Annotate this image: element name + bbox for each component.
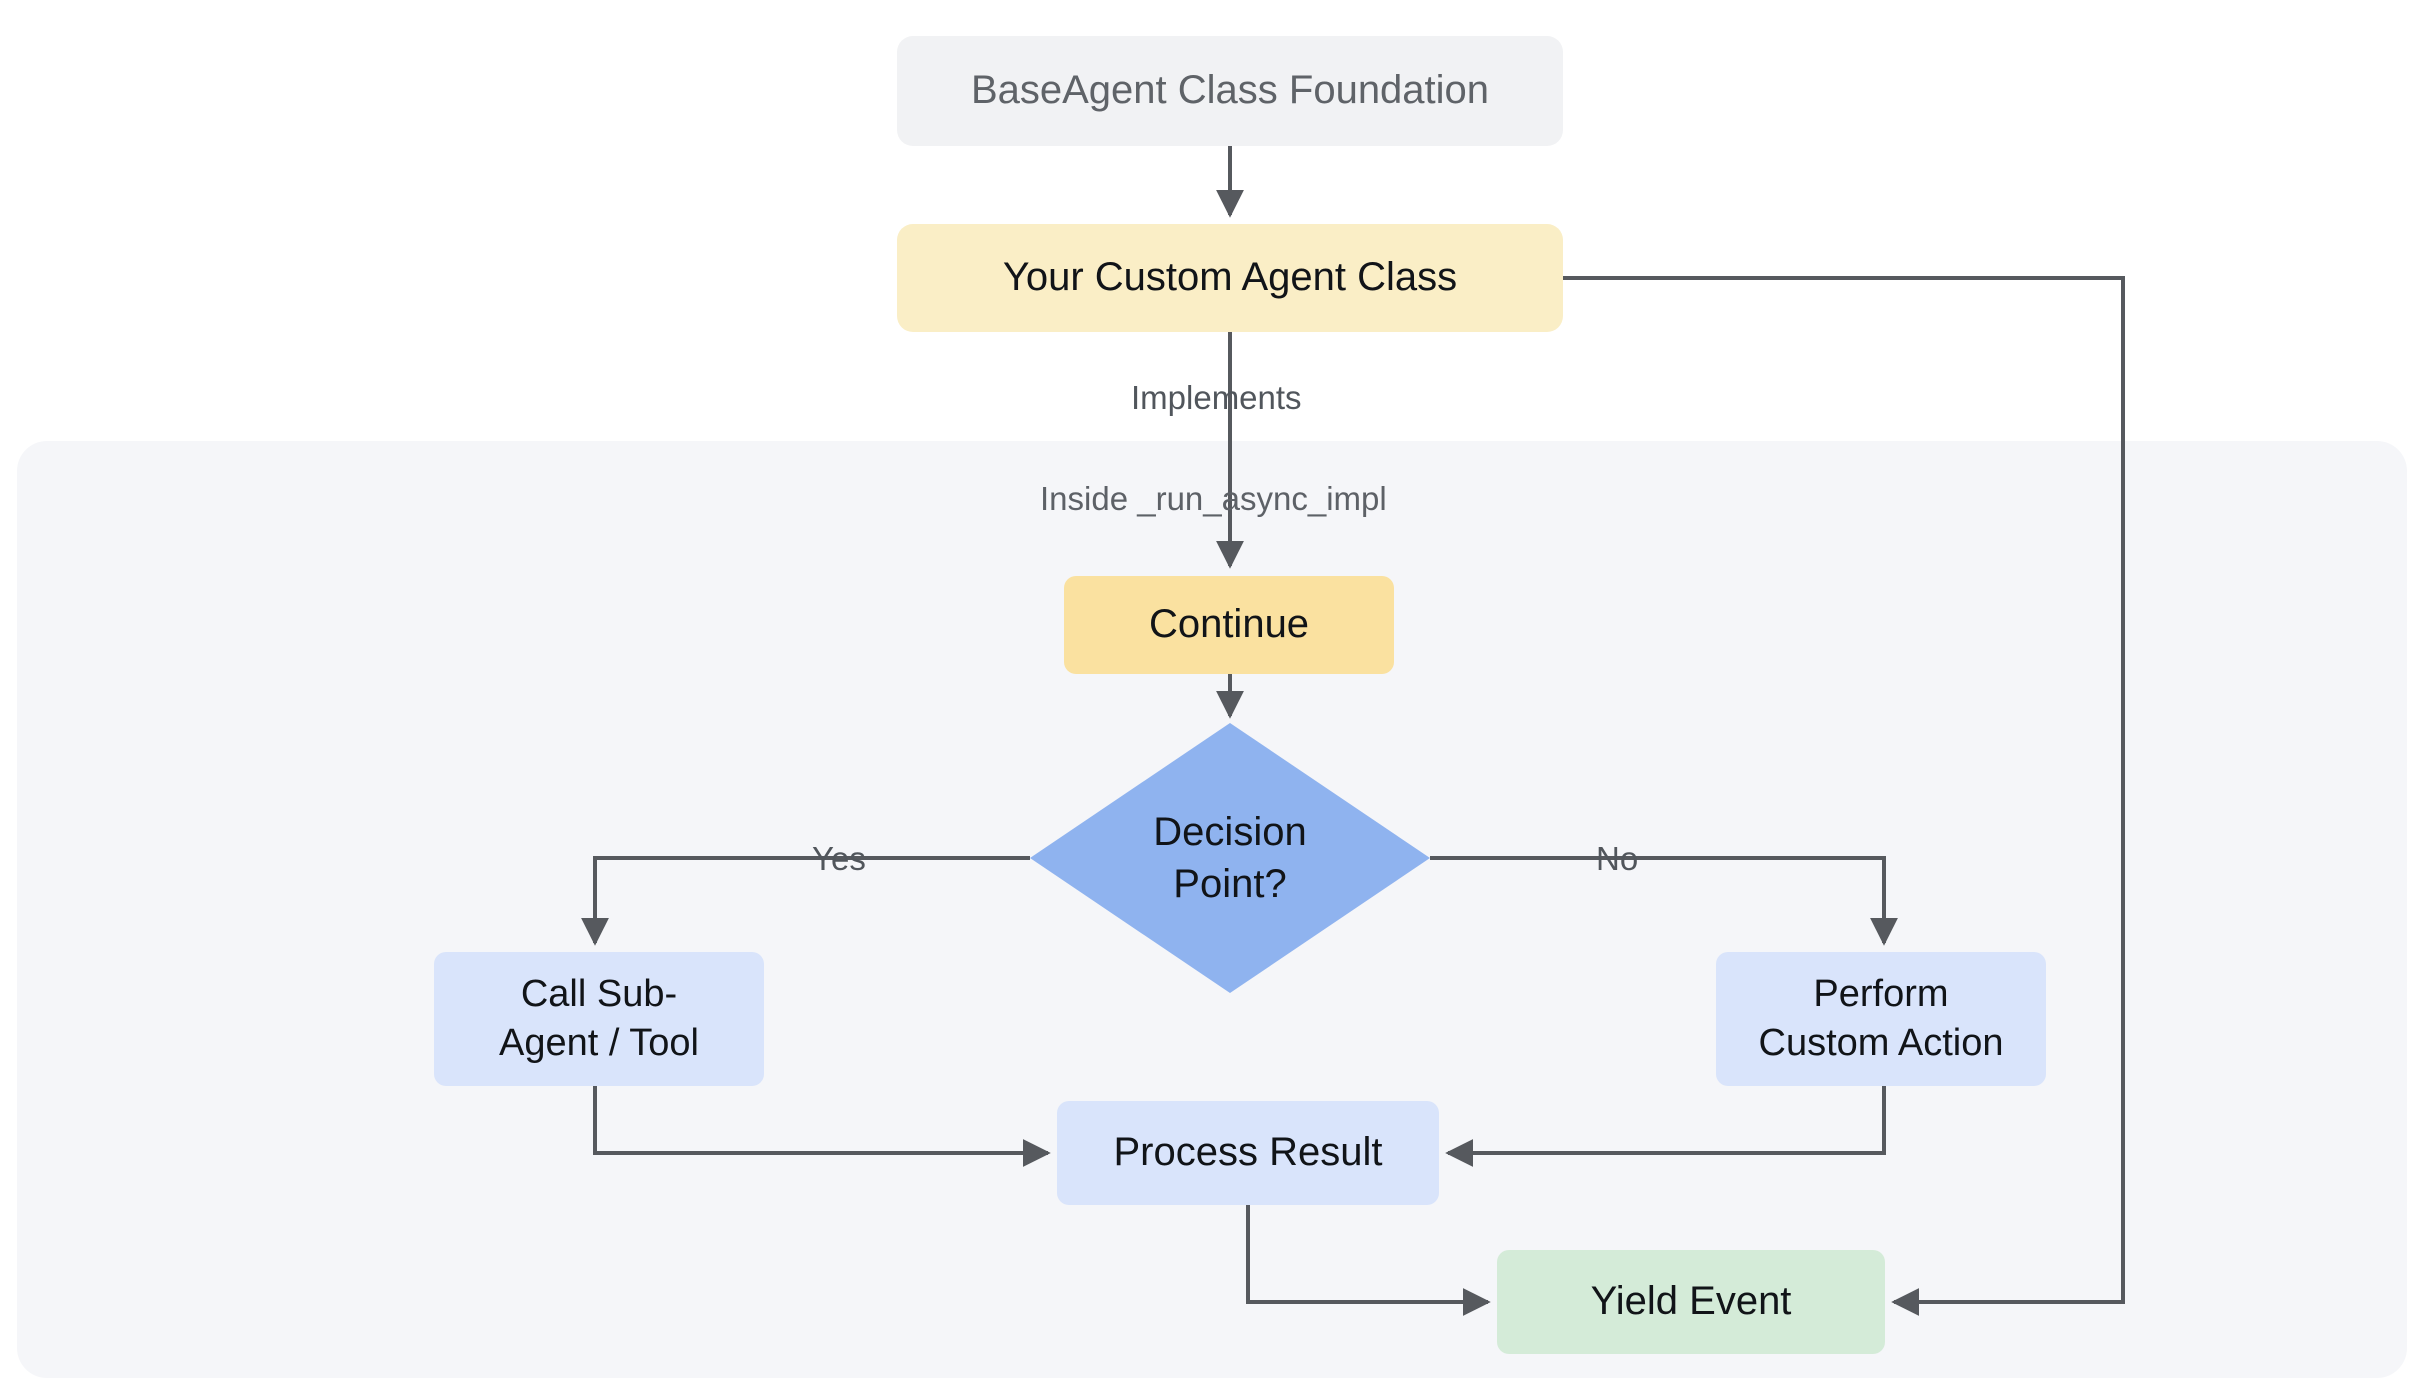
node-decision-point[interactable]: Decision Point? — [1030, 723, 1430, 993]
node-your-custom-agent-class[interactable]: Your Custom Agent Class — [897, 224, 1563, 332]
edge-label-no: No — [1596, 840, 1639, 877]
node-perform-custom-action[interactable]: Perform Custom Action — [1716, 952, 2046, 1086]
subgraph-label-inside-run-async-impl: Inside _run_async_impl — [1040, 480, 1387, 517]
node-decision-point-label: Decision Point? — [1153, 810, 1307, 906]
edge-label-implements: Implements — [1131, 379, 1302, 416]
node-yield-event[interactable]: Yield Event — [1497, 1250, 1885, 1354]
node-base-agent-class-foundation[interactable]: BaseAgent Class Foundation — [897, 36, 1563, 146]
edge-label-yes: Yes — [812, 840, 866, 877]
node-call-sub-agent-tool[interactable]: Call Sub- Agent / Tool — [434, 952, 764, 1086]
node-process-result[interactable]: Process Result — [1057, 1101, 1439, 1205]
node-continue[interactable]: Continue — [1064, 576, 1394, 674]
